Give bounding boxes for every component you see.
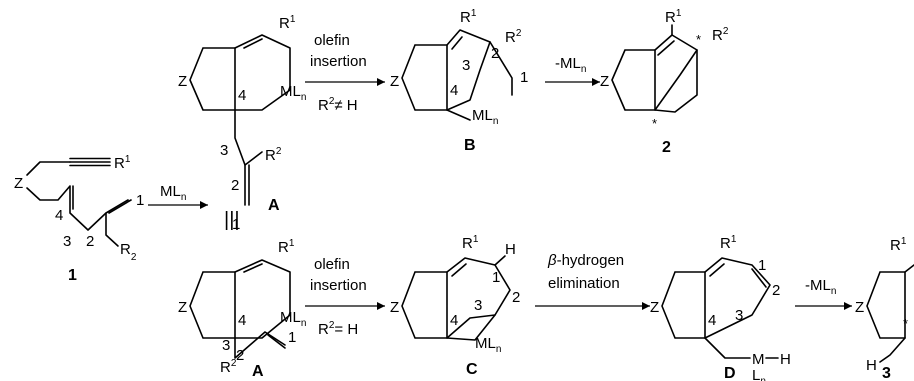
compound-number-1: 1 xyxy=(68,267,77,284)
hydride-label: H xyxy=(780,351,791,368)
ligand-label: Ln xyxy=(752,367,766,381)
reagent-mln: MLn xyxy=(160,183,186,203)
locant-2: 2 xyxy=(86,233,94,250)
condition-insertion: insertion xyxy=(310,53,367,70)
arrow-demetalation-top: -MLn xyxy=(545,55,600,86)
intermediate-label-a: A xyxy=(252,363,264,380)
r2-label: R2 xyxy=(220,358,237,376)
z-label: Z xyxy=(14,175,23,192)
locant-4: 4 xyxy=(450,312,458,329)
arrow-beta-hydride-elimination: β-hydrogen elimination xyxy=(535,252,650,310)
condition-insertion: insertion xyxy=(310,277,367,294)
locant-2: 2 xyxy=(231,177,239,194)
locant-4: 4 xyxy=(55,207,63,224)
z-label: Z xyxy=(390,299,399,316)
equivalence-symbol: ||| xyxy=(224,209,240,231)
z-label: Z xyxy=(178,73,187,90)
locant-2: 2 xyxy=(512,289,520,306)
locant-3: 3 xyxy=(222,337,230,354)
locant-4: 4 xyxy=(708,312,716,329)
locant-1: 1 xyxy=(520,69,528,86)
arrow-initial: MLn xyxy=(148,183,208,209)
r1-label: R1 xyxy=(279,14,296,32)
stereocenter-star: * xyxy=(652,116,657,131)
intermediate-label-a: A xyxy=(268,197,280,214)
condition-r2-eq-h: R2= H xyxy=(318,320,358,338)
intermediate-a-bottom: Z R1 R2 MLn 1 2 3 4 A xyxy=(178,238,306,380)
condition-beta-hydrogen: β-hydrogen xyxy=(547,252,624,269)
product-2: Z R1 R2 * * 2 xyxy=(600,8,729,156)
r1-label: R1 xyxy=(462,234,479,252)
locant-2: 2 xyxy=(772,282,780,299)
r2-label: R2 xyxy=(712,26,729,44)
z-label: Z xyxy=(178,299,187,316)
ml-label: MLn xyxy=(280,309,306,329)
r1-label: R1 xyxy=(665,8,682,26)
intermediate-c: Z R1 H MLn 1 2 3 4 C xyxy=(390,234,520,378)
locant-3: 3 xyxy=(735,307,743,324)
locant-3: 3 xyxy=(63,233,71,250)
z-label: Z xyxy=(855,299,864,316)
r2-label: R2 xyxy=(505,28,522,46)
intermediate-label-c: C xyxy=(466,361,478,378)
stereocenter-star: * xyxy=(696,32,701,47)
product-3: Z R1 H * 3 xyxy=(855,236,914,381)
r1-label: R1 xyxy=(278,238,295,256)
r2-label: R2 xyxy=(265,146,282,164)
locant-2: 2 xyxy=(491,45,499,62)
locant-3: 3 xyxy=(462,57,470,74)
metal-label: M xyxy=(752,351,765,368)
stereocenter-star: * xyxy=(903,316,908,331)
z-label: Z xyxy=(390,73,399,90)
condition-olefin: olefin xyxy=(314,256,350,273)
r1-label: R1 xyxy=(460,8,477,26)
arrow-demetalation-bottom: -MLn xyxy=(795,277,852,310)
condition-elimination: elimination xyxy=(548,275,620,292)
r1-label: R1 xyxy=(114,154,131,172)
locant-4: 4 xyxy=(238,312,246,329)
h-label: H xyxy=(866,357,877,374)
intermediate-d: Z R1 M H Ln 1 2 3 4 D xyxy=(650,234,791,381)
z-label: Z xyxy=(650,299,659,316)
ml-label: MLn xyxy=(472,107,498,127)
locant-1: 1 xyxy=(232,216,240,233)
condition-olefin: olefin xyxy=(314,32,350,49)
z-label: Z xyxy=(600,73,609,90)
compound-number-3: 3 xyxy=(882,365,891,381)
intermediate-b: Z R1 R2 MLn 1 2 3 4 B xyxy=(390,8,528,154)
r1-label: R1 xyxy=(890,236,907,254)
compound-number-2: 2 xyxy=(662,139,671,156)
ml-label: MLn xyxy=(475,335,501,355)
locant-1: 1 xyxy=(136,192,144,209)
locant-1: 1 xyxy=(288,329,296,346)
locant-4: 4 xyxy=(450,82,458,99)
r2-label: R2 xyxy=(120,241,137,263)
intermediate-label-b: B xyxy=(464,137,476,154)
ml-label: MLn xyxy=(280,83,306,103)
locant-2: 2 xyxy=(236,347,244,364)
arrow-olefin-insertion-bottom: olefin insertion R2= H xyxy=(305,256,385,338)
locant-1: 1 xyxy=(492,269,500,286)
compound-1: Z R1 R2 1 2 3 4 1 xyxy=(14,154,144,284)
condition-r2-ne-h: R2≠ H xyxy=(318,96,358,114)
locant-3: 3 xyxy=(220,142,228,159)
intermediate-a-top: Z R1 R2 MLn 1 2 3 4 A xyxy=(178,14,306,233)
locant-4: 4 xyxy=(238,87,246,104)
arrow-olefin-insertion-top: olefin insertion R2≠ H xyxy=(305,32,385,114)
condition-minus-mln: -MLn xyxy=(555,55,586,75)
h-label: H xyxy=(505,241,516,258)
locant-3: 3 xyxy=(474,297,482,314)
locant-1: 1 xyxy=(758,257,766,274)
r1-label: R1 xyxy=(720,234,737,252)
condition-minus-mln: -MLn xyxy=(805,277,836,297)
intermediate-label-d: D xyxy=(724,365,736,381)
